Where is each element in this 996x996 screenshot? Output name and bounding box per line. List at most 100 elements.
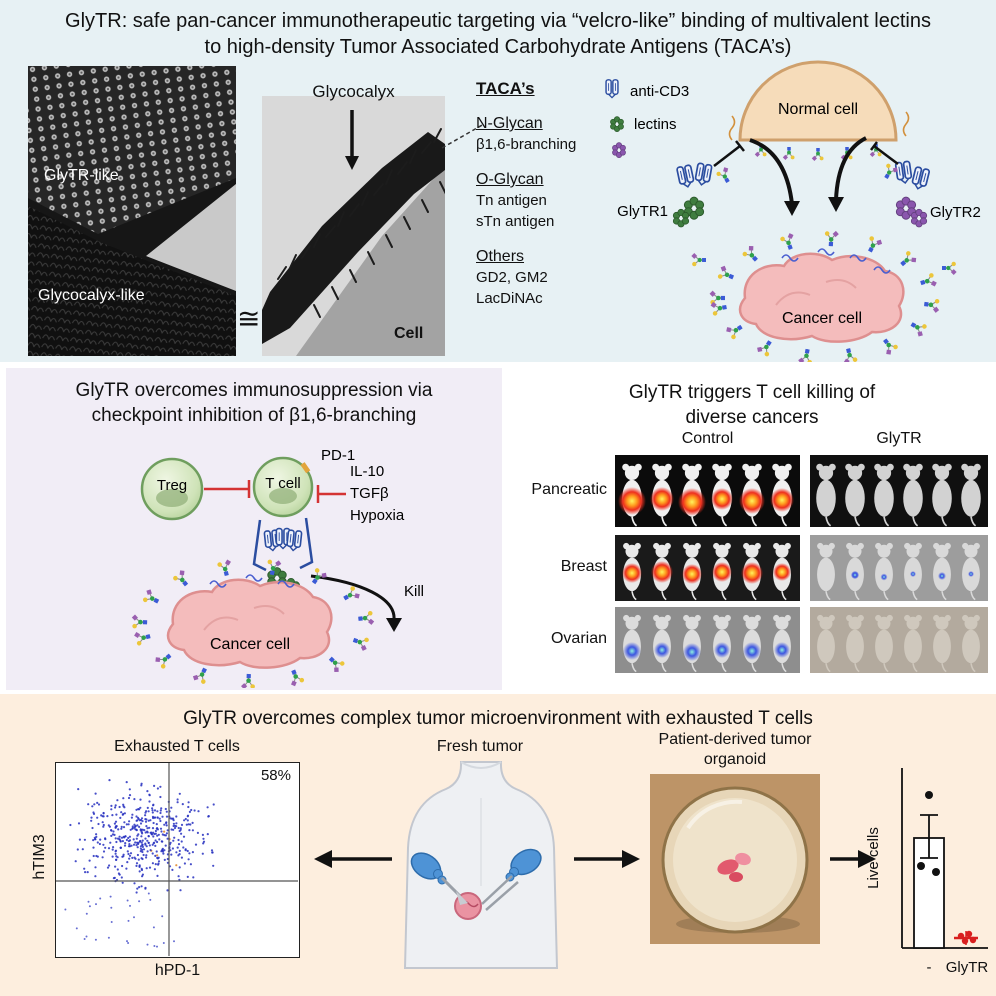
cancer-cell-folds — [203, 605, 285, 631]
cancer-cell — [166, 578, 333, 669]
bar-ylabel: Live cells — [865, 827, 882, 889]
treg-label: Treg — [157, 477, 187, 494]
targeting-schematic: anti-CD3 lectins Normal cell — [605, 60, 981, 362]
flow-ylabel: hTIM3 — [31, 834, 48, 880]
t-cell-label: T cell — [265, 475, 301, 492]
column-header-control: Control — [681, 430, 734, 447]
inhibition-bar-glytr2 — [870, 141, 899, 165]
row-label-breast: Breast — [560, 558, 607, 575]
surgery-illustration — [403, 761, 559, 969]
forceps-arm-1 — [481, 875, 513, 905]
surface-squiggles — [209, 574, 295, 588]
glycocalyx-hairs-upper — [277, 128, 442, 280]
arrow-right-2 — [830, 850, 876, 868]
neck-line — [460, 761, 502, 769]
bioluminescence-pancreatic-control — [615, 455, 800, 527]
glytr2-construct — [894, 160, 931, 228]
kill-label: Kill — [404, 583, 424, 600]
bioluminescence-ovarian-glytr — [810, 607, 988, 673]
taca-item: β1,6-branching — [476, 136, 577, 153]
taca-group-others: Others — [476, 248, 525, 265]
flow-title: Exhausted T cells — [114, 738, 240, 755]
suppressor-tgfb: TGFβ — [350, 485, 389, 502]
lectins-legend-label: lectins — [634, 116, 677, 133]
glycocalyx-band — [262, 132, 445, 344]
checkpoint-title: GlyTR overcomes immunosuppression via ch… — [75, 380, 433, 427]
section-checkpoint: GlyTR overcomes immunosuppression via ch… — [6, 368, 502, 690]
sialic-string-left — [728, 115, 736, 141]
blocking-bracket — [252, 517, 314, 572]
bioluminescence-spots — [623, 642, 790, 661]
left-gloved-hand — [410, 852, 468, 905]
flow-plot-canvas — [56, 763, 298, 956]
row-label-ovarian: Ovarian — [550, 630, 607, 647]
suppressor-il10: IL-10 — [350, 463, 384, 480]
pd1-receptor — [300, 462, 311, 474]
treg-inhibition-bar — [204, 480, 251, 498]
sialic-string-right — [902, 111, 910, 137]
redirect-arrow-left — [749, 138, 794, 205]
lectin-green-icon — [610, 116, 624, 132]
taca-group-oglycan: O-Glycan — [476, 171, 544, 188]
flow-xlabel: hPD-1 — [154, 962, 201, 979]
glytr1-construct — [672, 162, 713, 228]
bioluminescence-pancreatic-glytr — [810, 455, 988, 527]
suppressor-hypoxia: Hypoxia — [350, 507, 405, 524]
velcro-photo: GlyTR-like Glycocalyx-like — [28, 66, 236, 356]
organoid-label: Patient-derived tumor organoid — [658, 731, 812, 768]
section-microenvironment: GlyTR overcomes complex tumor microenvir… — [0, 694, 996, 996]
treg-nucleus — [156, 489, 188, 507]
flow-dot-cloud — [64, 779, 215, 948]
glycocalyx-label: Glycocalyx — [312, 82, 395, 101]
main-title: GlyTR: safe pan-cancer immunotherapeutic… — [65, 10, 931, 59]
cancer-cell — [738, 252, 905, 343]
column-header-glytr: GlyTR — [876, 430, 922, 447]
control-data-points — [917, 791, 940, 876]
scalpel-blade — [456, 891, 468, 905]
taca-item: GD2, GM2 — [476, 269, 548, 286]
tumor-tissue — [717, 852, 751, 882]
redirect-arrow-right — [834, 136, 867, 201]
bar-xlabel-control: - — [927, 959, 932, 976]
taca-heading: TACA’s — [476, 79, 535, 98]
cell-label: Cell — [394, 325, 423, 342]
dashed-connector — [441, 123, 485, 149]
taca-group-nglycan: N-Glycan — [476, 115, 543, 132]
redirect-arrow-left-head — [784, 201, 800, 216]
dish-glint — [686, 799, 743, 830]
right-gloved-hand — [481, 848, 542, 911]
down-arrow-head — [345, 156, 359, 170]
inhibition-bar-glytr1 — [713, 140, 745, 167]
kill-arrow-head — [386, 618, 402, 632]
live-cells-chart: Live cells - GlyTR — [865, 768, 988, 976]
checkpoint-schematic: Treg T cell PD-1 IL-10 TGFβ Hypoxia — [130, 447, 424, 688]
cell-body-region — [296, 166, 445, 356]
cancer-cell-label: Cancer cell — [782, 310, 862, 327]
organoid-photo — [650, 774, 820, 944]
bioluminescence-breast-glytr — [810, 535, 988, 601]
cancer-cell-folds — [775, 279, 857, 306]
cytokine-inhibition-bar — [316, 485, 346, 503]
normal-cell-label: Normal cell — [778, 101, 858, 118]
glytr1-label: GlyTR1 — [617, 203, 668, 220]
arrow-left — [314, 850, 392, 868]
anti-cd3-legend-label: anti-CD3 — [630, 83, 689, 100]
flow-plot: 58% — [55, 762, 300, 958]
redirect-arrow-right-head — [828, 197, 844, 212]
taca-item: Tn antigen — [476, 192, 547, 209]
bioluminescence-spots — [851, 571, 974, 581]
bioluminescence-breast-control — [615, 535, 800, 601]
t-cell — [252, 456, 314, 518]
taca-item: LacDiNAc — [476, 290, 543, 307]
t-cell-nucleus — [269, 488, 297, 504]
control-error-bar — [920, 814, 938, 859]
cancer-cell-label: Cancer cell — [210, 636, 290, 653]
taca-list: TACA’s N-Glycan β1,6-branching O-Glycan … — [476, 78, 596, 309]
anti-cd3-icon — [605, 79, 619, 99]
glycocalyx-micrograph: Cell — [262, 96, 445, 356]
bioluminescence-spots — [618, 487, 794, 516]
section-killing: GlyTR triggers T cell killing of diverse… — [508, 368, 996, 690]
bioluminescence-ovarian-control — [615, 607, 800, 673]
bioluminescence-spots — [622, 561, 791, 584]
